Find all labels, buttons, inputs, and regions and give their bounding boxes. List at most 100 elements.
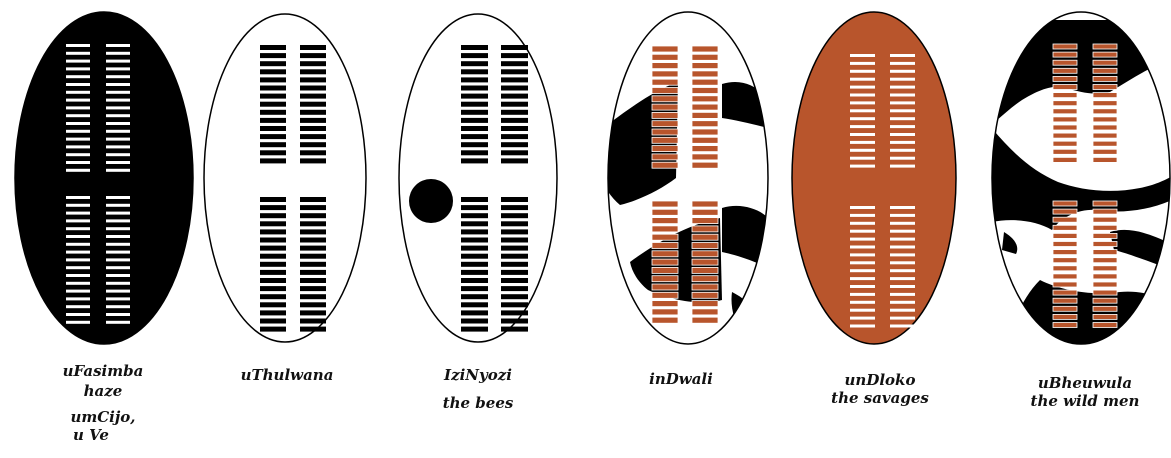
- shield-stripe: [300, 205, 326, 210]
- shield-stripe: [890, 222, 915, 225]
- caption-undloko: unDloko the savages: [831, 371, 929, 407]
- shield-stripe: [300, 229, 326, 234]
- shield-stripe: [501, 118, 528, 123]
- shield-stripe: [260, 286, 286, 291]
- shield-stripe: [850, 206, 875, 209]
- shield-stripe: [890, 157, 915, 160]
- shield-stripe: [461, 221, 488, 226]
- shield-stripe: [501, 310, 528, 315]
- shield-stripe: [1093, 141, 1117, 146]
- shield-stripe: [692, 259, 718, 265]
- shields-canvas: [0, 0, 1171, 360]
- shield-stripe: [106, 227, 130, 230]
- shield-stripe: [300, 61, 326, 66]
- shield-stripe: [850, 261, 875, 264]
- shield-stripe: [652, 63, 678, 69]
- shield-stripe: [890, 277, 915, 280]
- shield-stripe: [1093, 101, 1117, 106]
- shield-stripe: [260, 94, 286, 99]
- shield-stripe: [890, 230, 915, 233]
- shield-stripe: [692, 146, 718, 152]
- shield-stripe: [260, 213, 286, 218]
- shield-stripe: [1093, 109, 1117, 114]
- shield-stripe: [850, 101, 875, 104]
- shield-stripe: [652, 309, 678, 315]
- shield-stripe: [300, 302, 326, 307]
- shield-stripe: [106, 75, 130, 78]
- shield-stripe: [692, 112, 718, 118]
- caption-line: uBheuwula: [1031, 374, 1140, 392]
- caption-line: the wild men: [1031, 392, 1140, 410]
- shield-stripe: [66, 235, 90, 238]
- shield-stripe: [66, 313, 90, 316]
- shield-stripe: [1053, 274, 1077, 279]
- shield-stripe: [890, 285, 915, 288]
- shield-stripe: [66, 122, 90, 125]
- shield-stripe: [461, 69, 488, 74]
- shield-stripe: [66, 204, 90, 207]
- shield-stripe: [652, 276, 678, 282]
- shield-stripe: [300, 197, 326, 202]
- shield-stripe: [1093, 93, 1117, 98]
- shield-stripe: [66, 305, 90, 308]
- shield-stripe: [1053, 125, 1077, 130]
- shield-stripe: [692, 54, 718, 60]
- shield-stripe: [260, 197, 286, 202]
- caption-line: unDloko: [831, 371, 929, 389]
- shield-indwali: [596, 12, 770, 344]
- shield-stripe: [652, 201, 678, 207]
- shield-stripe: [692, 284, 718, 290]
- shield-stripe: [692, 209, 718, 215]
- shield-stripe: [260, 142, 286, 147]
- shield-uthulwana: [204, 14, 366, 342]
- shield-stripe: [692, 46, 718, 52]
- shield-stripe: [260, 319, 286, 324]
- shield-stripe: [300, 53, 326, 58]
- shield-stripe: [260, 69, 286, 74]
- shield-stripe: [260, 254, 286, 259]
- shield-stripe: [260, 310, 286, 315]
- shield-stripe: [106, 313, 130, 316]
- shield-stripe: [890, 109, 915, 112]
- shield-stripe: [850, 54, 875, 57]
- shield-stripe: [501, 45, 528, 50]
- shield-stripe: [461, 319, 488, 324]
- shield-stripe: [501, 270, 528, 275]
- shield-stripe: [692, 251, 718, 257]
- shield-stripe: [461, 110, 488, 115]
- shield-stripe: [106, 67, 130, 70]
- shield-stripe: [1093, 149, 1117, 154]
- shield-stripe: [850, 325, 875, 328]
- shield-stripe: [66, 130, 90, 133]
- shield-stripe: [501, 61, 528, 66]
- shield-stripe: [461, 278, 488, 283]
- caption-line: haze: [63, 382, 144, 400]
- shield-stripe: [461, 77, 488, 82]
- shield-stripe: [461, 213, 488, 218]
- shield-stripe: [850, 94, 875, 97]
- shield-stripe: [461, 94, 488, 99]
- shield-stripe: [461, 262, 488, 267]
- shield-stripe: [106, 91, 130, 94]
- shield-stripe: [66, 297, 90, 300]
- shield-stripe: [1093, 133, 1117, 138]
- shield-stripe: [890, 86, 915, 89]
- shield-stripe: [692, 71, 718, 77]
- shield-stripe: [501, 142, 528, 147]
- shield-stripe: [501, 158, 528, 163]
- hide-patches: [990, 20, 1171, 360]
- caption-uthulwana: uThulwana: [241, 366, 334, 384]
- shield-stripe: [461, 118, 488, 123]
- shield-stripe: [260, 205, 286, 210]
- shield-stripe: [652, 71, 678, 77]
- caption-indwali: inDwali: [649, 370, 713, 388]
- shield-stripe: [652, 243, 678, 249]
- shield-stripe: [66, 274, 90, 277]
- shield-stripe: [1053, 233, 1077, 238]
- shield-stripe: [461, 86, 488, 91]
- shield-stripe: [66, 290, 90, 293]
- shield-stripe: [260, 158, 286, 163]
- shield-stripe: [106, 122, 130, 125]
- shield-stripe: [66, 212, 90, 215]
